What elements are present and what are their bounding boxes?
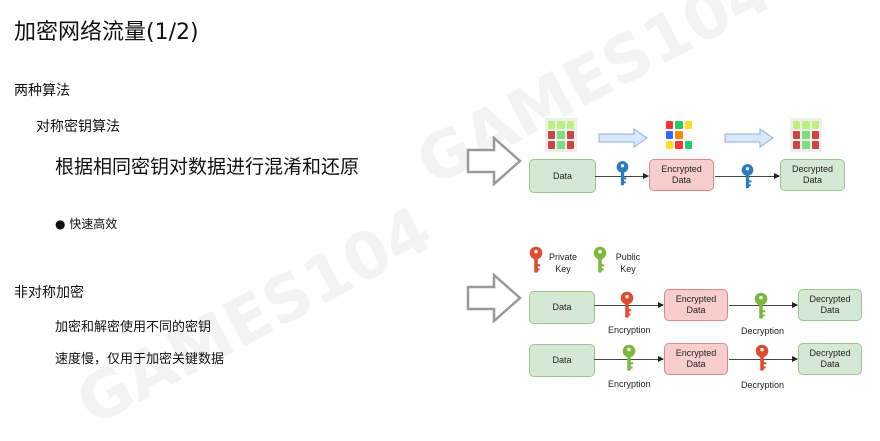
private-key-icon bbox=[529, 246, 543, 274]
cube-facelet bbox=[684, 131, 692, 139]
decryption-label: Decryption bbox=[741, 326, 785, 336]
asymmetric-heading: 非对称加密 bbox=[14, 285, 84, 301]
cube-facelet bbox=[666, 131, 674, 139]
public-key-label: Public Key bbox=[615, 252, 641, 274]
encrypted-data-box: Encrypted Data bbox=[664, 289, 728, 321]
encryption-label: Encryption bbox=[608, 379, 651, 389]
cube-facelet bbox=[548, 121, 556, 129]
page-title: 加密网络流量(1/2) bbox=[14, 20, 199, 45]
arrow-right-icon bbox=[466, 273, 522, 323]
cube-facelet bbox=[548, 141, 556, 149]
cube-facelet bbox=[793, 121, 801, 129]
public-key-icon bbox=[754, 292, 768, 320]
private-key-label: Private Key bbox=[548, 252, 577, 274]
rubiks-cube-solved-icon bbox=[790, 118, 822, 152]
rubiks-cube-scrambled-icon bbox=[663, 118, 695, 152]
cube-facelet bbox=[811, 131, 819, 139]
public-key-icon bbox=[622, 344, 636, 372]
data-box: Data bbox=[529, 159, 596, 193]
cube-facelet bbox=[675, 141, 683, 149]
encrypted-data-box: Encrypted Data bbox=[649, 159, 714, 191]
cube-facelet bbox=[566, 121, 574, 129]
symmetric-key-icon bbox=[741, 163, 754, 190]
symmetric-description: 根据相同密钥对数据进行混淆和还原 bbox=[55, 156, 360, 178]
cube-facelet bbox=[557, 141, 565, 149]
public-key-icon bbox=[593, 246, 607, 274]
cube-facelet bbox=[802, 131, 810, 139]
data-box: Data bbox=[529, 344, 595, 377]
asymmetric-point: 速度慢，仅用于加密关键数据 bbox=[55, 352, 225, 367]
encrypted-data-box: Encrypted Data bbox=[664, 343, 728, 375]
cube-facelet bbox=[811, 121, 819, 129]
symmetric-key-icon bbox=[616, 160, 629, 187]
data-box: Data bbox=[529, 291, 595, 324]
cube-facelet bbox=[675, 121, 683, 129]
cube-facelet bbox=[557, 131, 565, 139]
cube-facelet bbox=[684, 121, 692, 129]
cube-facelet bbox=[802, 141, 810, 149]
arrow-right-icon bbox=[466, 136, 522, 186]
private-key-icon bbox=[620, 291, 634, 319]
bullet-text: 快速高效 bbox=[69, 217, 118, 231]
decrypted-data-box: Decrypted Data bbox=[780, 159, 845, 191]
cube-facelet bbox=[802, 121, 810, 129]
decrypted-data-box: Decrypted Data bbox=[798, 289, 862, 321]
asymmetric-point: 加密和解密使用不同的密钥 bbox=[55, 320, 212, 335]
light-arrow-icon bbox=[724, 128, 774, 148]
cube-facelet bbox=[675, 131, 683, 139]
bullet-icon: ● bbox=[55, 217, 70, 231]
decryption-label: Decryption bbox=[741, 380, 785, 390]
encryption-label: Encryption bbox=[608, 325, 651, 335]
cube-facelet bbox=[566, 141, 574, 149]
cube-facelet bbox=[793, 131, 801, 139]
rubiks-cube-solved-icon bbox=[545, 118, 577, 152]
cube-facelet bbox=[793, 141, 801, 149]
private-key-icon bbox=[755, 344, 769, 372]
cube-facelet bbox=[548, 131, 556, 139]
bullet-item: ● 快速高效 bbox=[55, 215, 117, 232]
cube-facelet bbox=[566, 131, 574, 139]
cube-facelet bbox=[666, 141, 674, 149]
cube-facelet bbox=[811, 141, 819, 149]
cube-facelet bbox=[557, 121, 565, 129]
flow-arrow bbox=[729, 302, 798, 308]
section-heading: 两种算法 bbox=[14, 83, 70, 99]
decrypted-data-box: Decrypted Data bbox=[798, 343, 862, 375]
cube-facelet bbox=[666, 121, 674, 129]
symmetric-heading: 对称密钥算法 bbox=[36, 119, 120, 135]
cube-facelet bbox=[684, 141, 692, 149]
light-arrow-icon bbox=[598, 128, 648, 148]
